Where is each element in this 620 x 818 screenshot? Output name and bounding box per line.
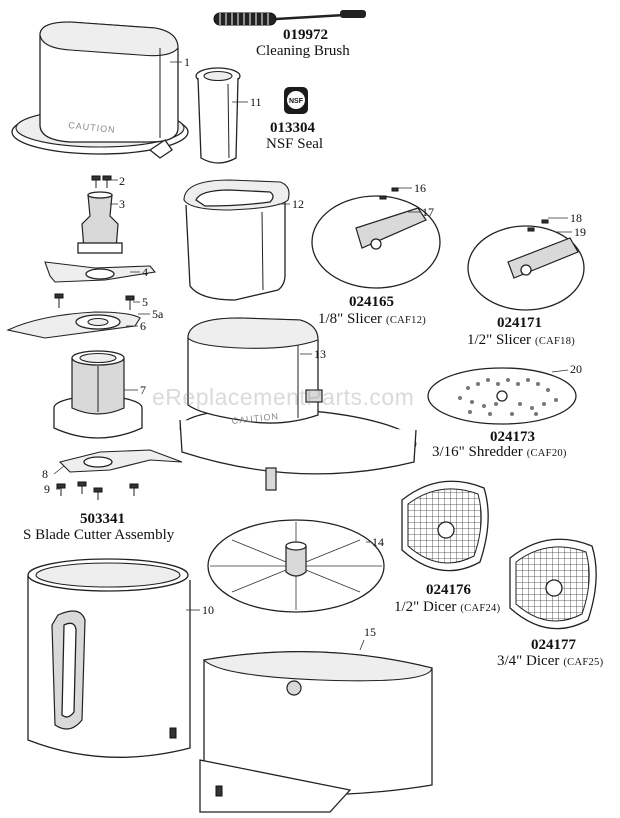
motor-base-drawing: [199, 651, 433, 813]
part-code-slicer-1-8: (CAF12): [386, 315, 427, 326]
callout-15: 15: [364, 625, 376, 639]
callout-19: 19: [574, 225, 586, 239]
slicer-1-8-drawing: [311, 187, 441, 289]
part-number-dicer-3-4: 024177: [531, 637, 576, 653]
dicer-3-4-drawing: [509, 538, 597, 630]
callout-1: 1: [184, 55, 190, 69]
part-number-nsf: 013304: [270, 120, 315, 136]
screws-5-drawing: [54, 293, 135, 310]
svg-text:CAUTION: CAUTION: [231, 411, 279, 426]
part-desc-brush: Cleaning Brush: [256, 43, 350, 59]
part-number-shredder: 024173: [490, 429, 535, 445]
part-desc-nsf: NSF Seal: [266, 136, 324, 152]
part-number-s-blade: 503341: [80, 511, 125, 527]
callout-9: 9: [44, 482, 50, 496]
blade-8-drawing: [58, 449, 183, 473]
bowl-drawing: [27, 558, 191, 758]
part-desc-slicer-1-8: 1/8" Slicer: [318, 311, 383, 327]
callout-2: 2: [119, 174, 125, 188]
callout-18: 18: [570, 211, 582, 225]
part-label-dicer-1-2: 1/2" Dicer (CAF24): [394, 599, 500, 615]
callout-3: 3: [119, 197, 125, 211]
shredder-drawing: [427, 367, 577, 425]
watermark: eReplacementParts.com: [152, 384, 415, 410]
blade-6-drawing: [6, 311, 141, 339]
part-label-dicer-3-4: 3/4" Dicer (CAF25): [497, 653, 603, 669]
hub-drawing: [77, 191, 123, 254]
part-label-slicer-1-8: 1/8" Slicer (CAF12): [318, 311, 426, 327]
part-label-shredder: 3/16" Shredder (CAF20): [432, 444, 567, 460]
part-desc-dicer-3-4: 3/4" Dicer: [497, 653, 560, 669]
callout-14: 14: [372, 535, 384, 549]
part-desc-shredder: 3/16" Shredder: [432, 444, 523, 460]
callout-8: 8: [42, 467, 48, 481]
callout-5a: 5a: [152, 307, 164, 321]
part-label-slicer-1-2: 1/2" Slicer (CAF18): [467, 332, 575, 348]
callout-7: 7: [140, 383, 146, 397]
slicer-1-2-drawing: [467, 219, 585, 311]
nsf-seal-drawing: NSF: [284, 87, 308, 114]
callout-11: 11: [250, 95, 262, 109]
part-number-dicer-1-2: 024176: [426, 582, 471, 598]
callout-leaders: [53, 61, 572, 651]
part-desc-dicer-1-2: 1/2" Dicer: [394, 599, 457, 615]
part-code-dicer-3-4: (CAF25): [563, 657, 604, 668]
callout-20: 20: [570, 362, 582, 376]
large-pusher-drawing: [183, 179, 290, 301]
part-desc-slicer-1-2: 1/2" Slicer: [467, 332, 532, 348]
part-number-slicer-1-8: 024165: [349, 294, 394, 310]
dicer-1-2-drawing: [401, 480, 489, 572]
part-code-shredder: (CAF20): [526, 448, 567, 459]
ejector-disc-drawing: [207, 519, 385, 613]
part-code-slicer-1-2: (CAF18): [535, 336, 576, 347]
lid-drawing: CAUTION: [11, 21, 189, 159]
callout-5: 5: [142, 295, 148, 309]
svg-text:CAUTION: CAUTION: [68, 120, 116, 135]
callout-16: 16: [414, 181, 426, 195]
screws-2-drawing: [91, 175, 112, 188]
part-code-dicer-1-2: (CAF24): [460, 603, 501, 614]
callout-13: 13: [314, 347, 326, 361]
cleaning-brush-drawing: [213, 10, 366, 26]
feed-head-drawing: CAUTION: [179, 317, 417, 491]
part-desc-s-blade: S Blade Cutter Assembly: [23, 527, 175, 543]
screws-9-drawing: [56, 481, 139, 500]
callout-4: 4: [142, 265, 148, 279]
part-number-slicer-1-2: 024171: [497, 315, 542, 331]
svg-text:NSF: NSF: [289, 98, 304, 105]
callout-17: 17: [422, 205, 434, 219]
callout-6: 6: [140, 319, 146, 333]
small-pusher-drawing: [195, 67, 241, 164]
callout-12: 12: [292, 197, 304, 211]
part-number-brush: 019972: [283, 27, 328, 43]
cutter-base-drawing: [53, 350, 143, 439]
callout-10: 10: [202, 603, 214, 617]
blade-4-drawing: [44, 261, 157, 283]
